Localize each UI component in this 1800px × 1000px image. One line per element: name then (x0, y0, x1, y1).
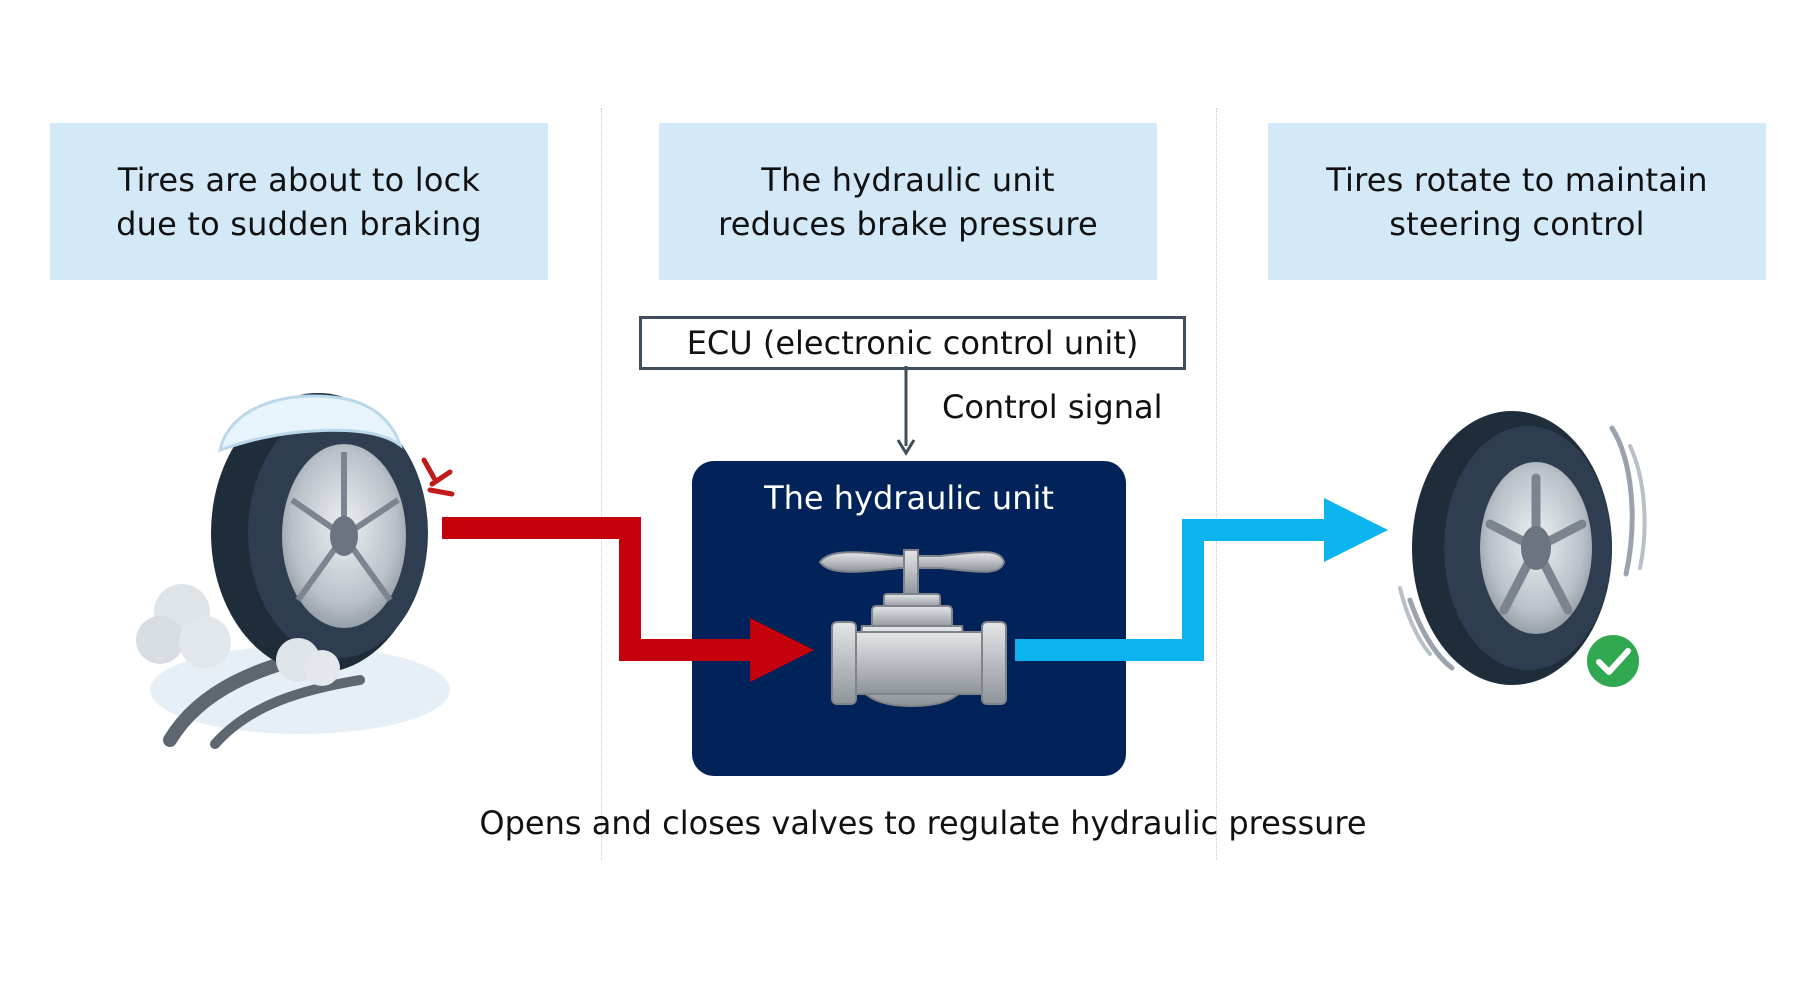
step-box-reduce-pressure: The hydraulic unit reduces brake pressur… (659, 123, 1157, 280)
ecu-box: ECU (electronic control unit) (639, 316, 1186, 370)
step-text-locking: Tires are about to lock due to sudden br… (116, 160, 482, 243)
brake-pressure-arrow (442, 517, 814, 682)
control-signal-label: Control signal (942, 388, 1163, 426)
released-pressure-arrow (1015, 498, 1388, 661)
control-signal-arrow (896, 366, 916, 456)
ecu-label: ECU (electronic control unit) (686, 324, 1139, 362)
rotating-tire-icon (1398, 411, 1647, 685)
column-divider-left (601, 108, 602, 860)
step-text-steering: Tires rotate to maintain steering contro… (1326, 160, 1708, 243)
step-text-reduce-pressure: The hydraulic unit reduces brake pressur… (718, 160, 1098, 243)
valve-caption: Opens and closes valves to regulate hydr… (479, 804, 1367, 842)
step-box-steering: Tires rotate to maintain steering contro… (1268, 123, 1766, 280)
check-icon (1583, 631, 1643, 691)
hydraulic-unit-title: The hydraulic unit (764, 479, 1054, 517)
column-divider-right (1216, 108, 1217, 860)
valve-icon (818, 549, 1007, 708)
locking-tire-icon (136, 393, 455, 749)
step-box-locking: Tires are about to lock due to sudden br… (50, 123, 548, 280)
